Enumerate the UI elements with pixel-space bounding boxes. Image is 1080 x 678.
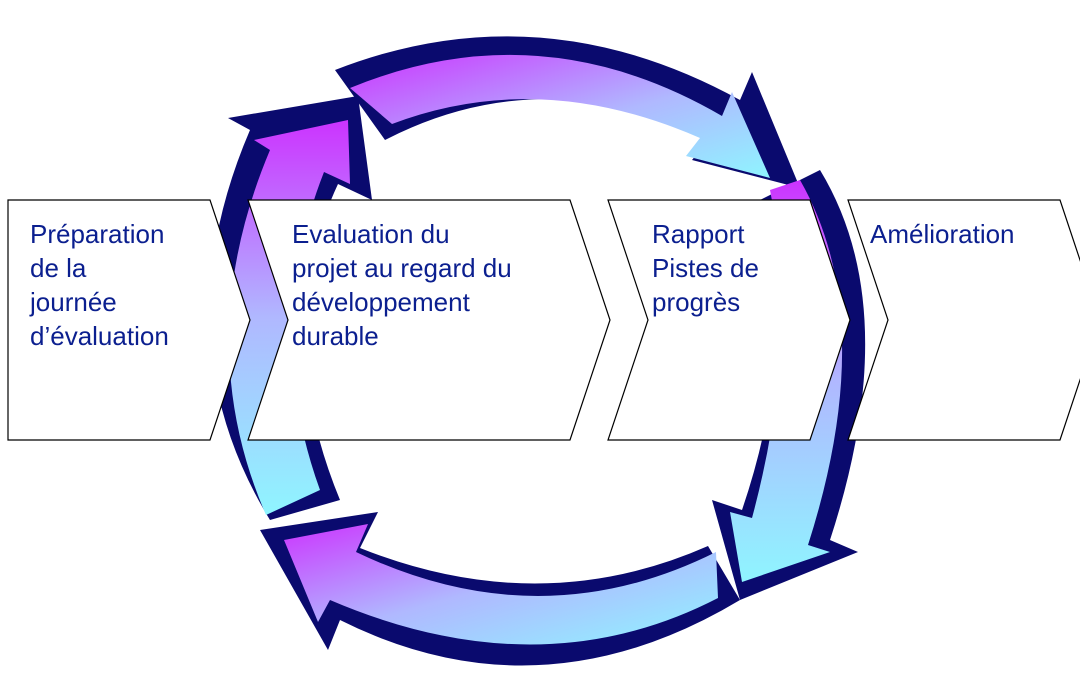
step-box-preparation	[7, 199, 251, 441]
step-box-rapport	[607, 199, 851, 441]
step-box-evaluation	[247, 199, 611, 441]
step-labels: Préparation de la journée d’évaluation E…	[29, 219, 1015, 351]
step-label-amelioration: Amélioration	[870, 219, 1015, 249]
top-cycle-arrow	[335, 36, 800, 188]
step-label-evaluation: Evaluation du projet au regard du dévelo…	[292, 219, 519, 351]
process-steps	[7, 199, 1080, 441]
bottom-cycle-arrow	[260, 512, 740, 666]
step-box-amelioration	[847, 199, 1080, 441]
step-label-rapport: Rapport Pistes de progrès	[652, 219, 766, 317]
step-label-preparation: Préparation de la journée d’évaluation	[29, 219, 172, 351]
